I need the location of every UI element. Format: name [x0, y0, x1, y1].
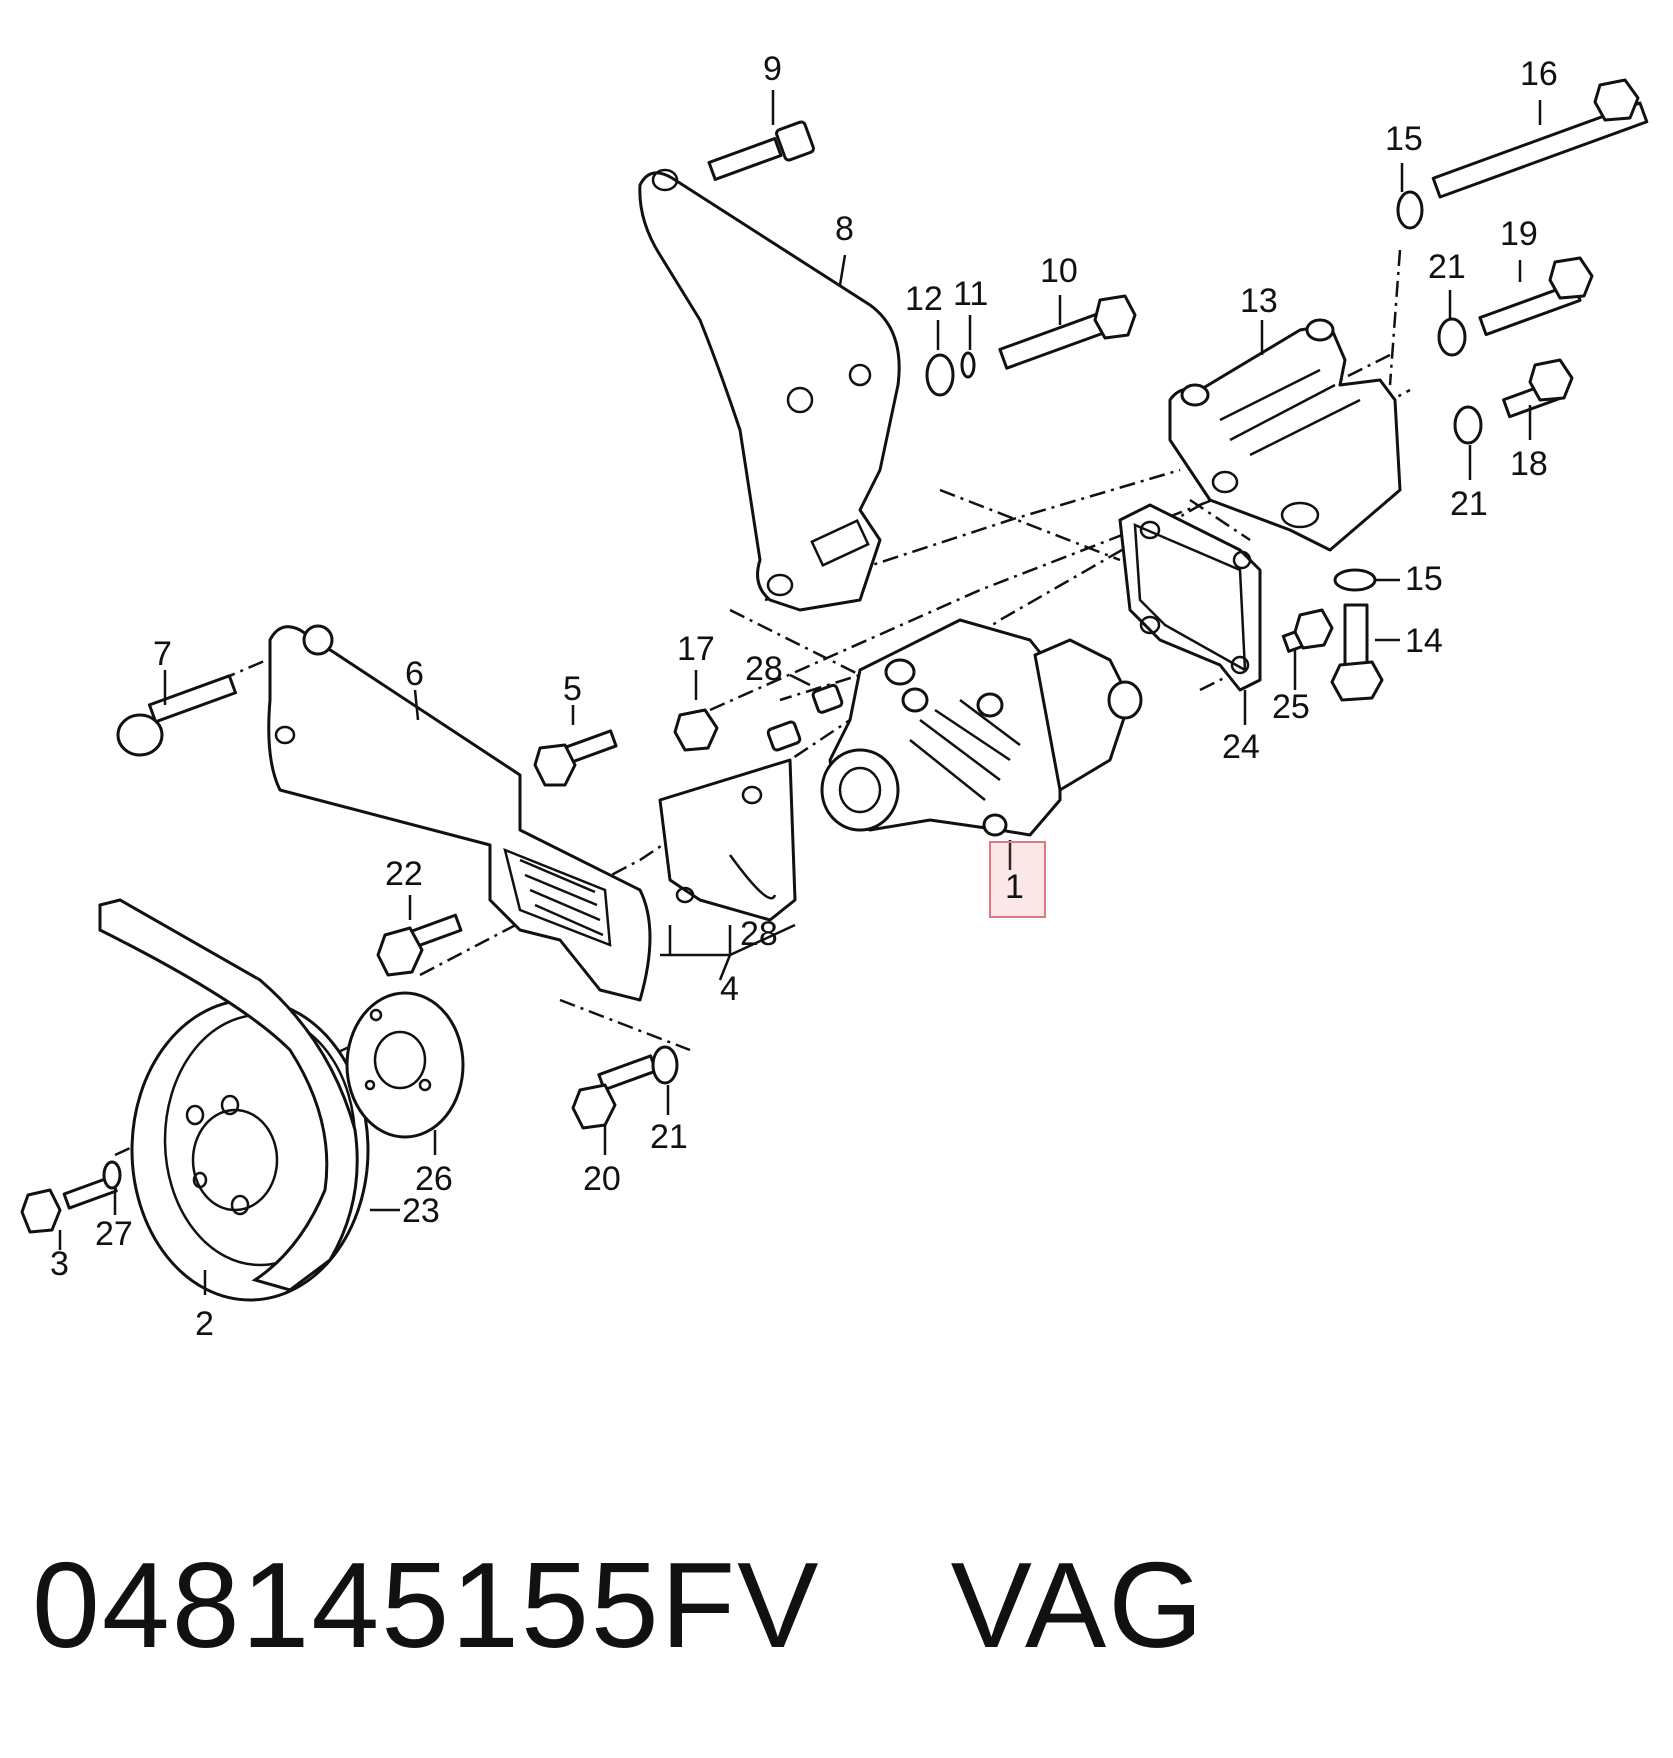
callout-17: 17: [677, 630, 715, 668]
callout-14: 14: [1405, 622, 1443, 660]
callout-22: 22: [385, 855, 423, 893]
callout-15-top: 15: [1385, 120, 1423, 158]
callout-27: 27: [95, 1215, 133, 1253]
callout-25: 25: [1272, 688, 1310, 726]
callout-7: 7: [153, 635, 172, 673]
callout-16: 16: [1520, 55, 1558, 93]
callout-5: 5: [563, 670, 582, 708]
callout-21-bottom: 21: [650, 1118, 688, 1156]
callout-9: 9: [763, 50, 782, 88]
callout-4: 4: [720, 970, 739, 1008]
callout-12: 12: [905, 280, 943, 318]
brand-name: VAG: [950, 1537, 1206, 1673]
callout-11: 11: [953, 275, 988, 313]
belt-23: [98, 898, 359, 1292]
bracket-8: [638, 168, 901, 612]
callout-28-bottom: 28: [740, 915, 778, 953]
callout-3: 3: [50, 1245, 69, 1283]
callout-24: 24: [1222, 728, 1260, 766]
callout-23: 23: [402, 1192, 440, 1230]
callout-15-right: 15: [1405, 560, 1443, 598]
callout-18: 18: [1510, 445, 1548, 483]
callout-21-right: 21: [1450, 485, 1488, 523]
callout-8: 8: [835, 210, 854, 248]
exploded-parts-diagram: 1 2 3 4 5 6 7 8 9 10 11 12 13 14 15 15 1…: [20, 50, 1649, 1343]
callout-28-top: 28: [745, 650, 783, 688]
callout-13: 13: [1240, 282, 1278, 320]
callout-26: 26: [415, 1160, 453, 1198]
callout-labels: 1 2 3 4 5 6 7 8 9 10 11 12 13 14 15 15 1…: [50, 50, 1558, 1343]
bracket-4: [658, 758, 797, 922]
gasket-24: [1118, 503, 1262, 692]
part-number: 048145155FV: [32, 1537, 821, 1673]
callout-20: 20: [583, 1160, 621, 1198]
bracket-6: [267, 624, 652, 1002]
highlight-box: [989, 841, 1046, 918]
callout-2: 2: [195, 1305, 214, 1343]
bracket-13: [1168, 318, 1402, 552]
leader-lines: [58, 90, 1542, 1295]
flange-26: [345, 991, 465, 1139]
callout-6: 6: [405, 655, 424, 693]
fasteners: [20, 78, 1649, 1234]
part-caption: 048145155FV VAG: [32, 1530, 1632, 1680]
callout-21-top: 21: [1428, 248, 1466, 286]
callout-1: 1: [1005, 868, 1024, 906]
callout-19: 19: [1500, 215, 1538, 253]
pump-1: [820, 618, 1143, 837]
callout-10: 10: [1040, 252, 1078, 290]
